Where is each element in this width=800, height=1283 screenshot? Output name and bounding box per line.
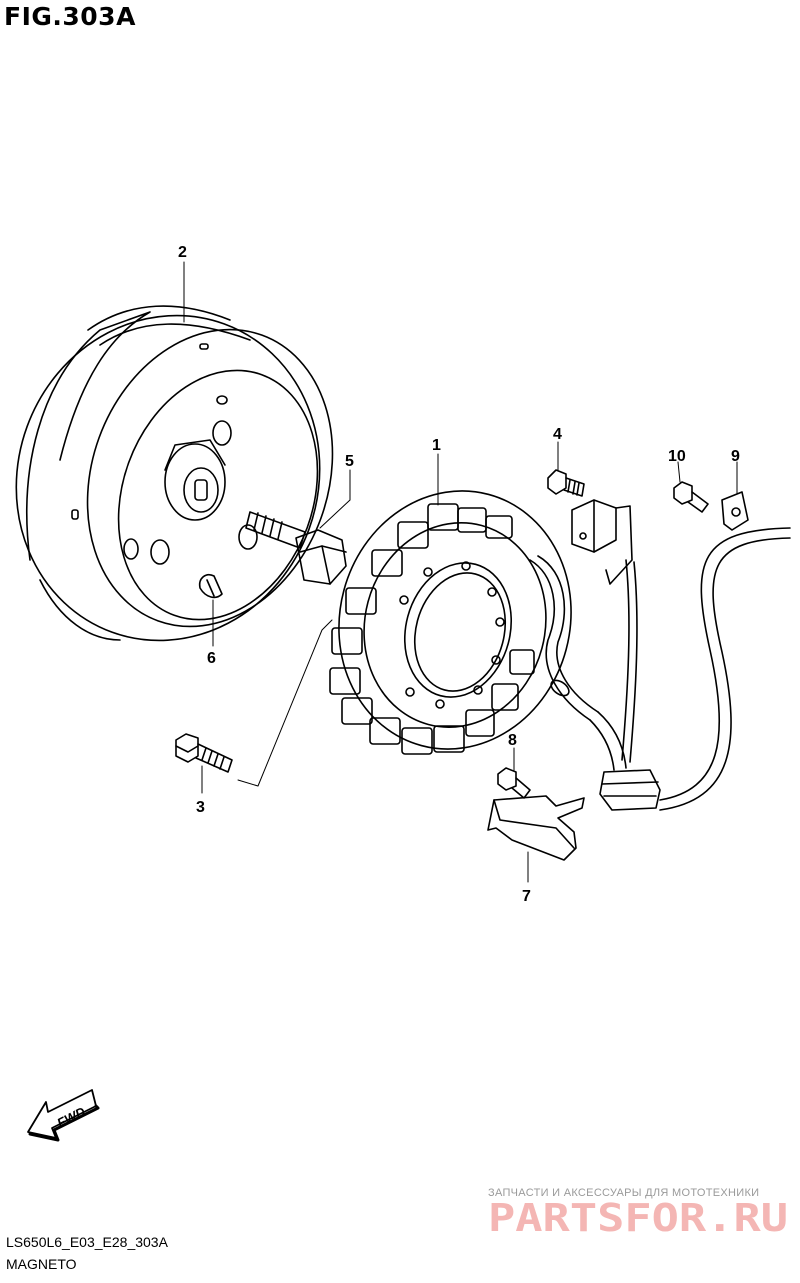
callout-3: 3 — [196, 799, 205, 816]
callout-6: 6 — [207, 650, 216, 667]
wiring-harness — [599, 527, 791, 811]
watermark-logo-text: PARTSFOR.RU — [488, 1196, 788, 1239]
rotor-bolt-part — [245, 511, 347, 585]
callout-5: 5 — [345, 453, 354, 470]
callout-10: 10 — [668, 448, 686, 465]
key-part — [198, 573, 223, 599]
diagram-name: MAGNETO — [6, 1256, 77, 1272]
leader-lines — [183, 261, 738, 883]
stator-part — [329, 490, 627, 771]
wire-clamp-part — [721, 491, 749, 531]
callout-8: 8 — [508, 732, 517, 749]
watermark-tagline: ЗАПЧАСТИ И АКСЕССУАРЫ ДЛЯ МОТОТЕХНИКИ — [488, 1187, 760, 1199]
callout-4: 4 — [553, 426, 562, 443]
callout-1: 1 — [432, 437, 441, 454]
watermark-logo: PARTSFOR.RU — [488, 1196, 788, 1239]
stator-bolt-part — [175, 733, 233, 773]
wire-guide-part — [487, 795, 585, 861]
callout-2: 2 — [178, 244, 187, 261]
rotor-flywheel-part — [15, 305, 334, 642]
pickup-coil-part — [571, 499, 638, 763]
guide-bolt-part — [497, 767, 531, 799]
figure-title: FIG.303A — [4, 2, 136, 31]
pickup-bolt-part — [547, 469, 585, 497]
callout-9: 9 — [731, 448, 740, 465]
callout-7: 7 — [522, 888, 531, 905]
clamp-bolt-part — [673, 481, 709, 513]
diagram-code: LS650L6_E03_E28_303A — [6, 1234, 168, 1250]
fwd-arrow-icon: FWD — [27, 1089, 100, 1142]
